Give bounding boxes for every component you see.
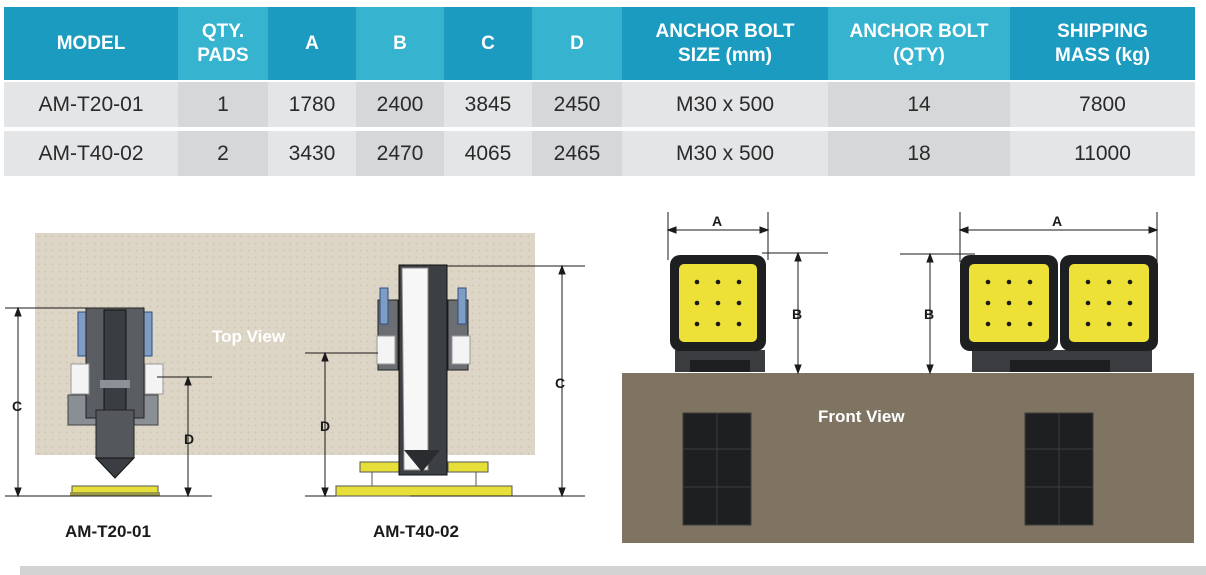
dim-a-double: A [1052, 213, 1063, 229]
table-row: AM-T20-01 1 1780 2400 3845 2450 M30 x 50… [4, 80, 1195, 127]
cell-bolt-size: M30 x 500 [622, 127, 828, 176]
cell-a: 3430 [268, 127, 356, 176]
am-t20-01-top-drawing [67, 307, 164, 497]
caption-am-t40-02: AM-T40-02 [373, 522, 459, 541]
dim-d-left: D [184, 431, 195, 447]
dim-c-left: C [12, 398, 23, 414]
table-row: AM-T40-02 2 3430 2470 4065 2465 M30 x 50… [4, 127, 1195, 176]
am-t40-02-top-drawing [335, 264, 513, 497]
cell-model: AM-T20-01 [4, 80, 178, 127]
header-model: MODEL [4, 7, 178, 80]
header-qty-pads: QTY.PADS [178, 7, 268, 80]
cell-a: 1780 [268, 80, 356, 127]
dimension-lines-left [5, 306, 212, 498]
cell-c: 3845 [444, 80, 532, 127]
dim-b-single: B [792, 306, 803, 322]
cell-mass: 11000 [1010, 127, 1195, 176]
dimension-lines-right [305, 264, 585, 498]
cell-b: 2400 [356, 80, 444, 127]
header-c: C [444, 7, 532, 80]
pad-bolt-holes [694, 279, 1133, 327]
front-view-drawing [622, 255, 1194, 543]
cell-bolt-size: M30 x 500 [622, 80, 828, 127]
header-a: A [268, 7, 356, 80]
cell-bolt-qty: 14 [828, 80, 1010, 127]
dim-a-single: A [712, 213, 723, 229]
dim-c-right: C [555, 375, 566, 391]
caption-am-t20-01: AM-T20-01 [65, 522, 151, 541]
top-view-label: Top View [212, 327, 286, 346]
cell-d: 2450 [532, 80, 622, 127]
dimension-lines-front [666, 212, 1159, 375]
dim-d-right: D [320, 418, 331, 434]
cell-b: 2470 [356, 127, 444, 176]
cell-model: AM-T40-02 [4, 127, 178, 176]
header-anchor-bolt-qty: ANCHOR BOLT(QTY) [828, 7, 1010, 80]
cell-pads: 2 [178, 127, 268, 176]
header-b: B [356, 7, 444, 80]
cell-bolt-qty: 18 [828, 127, 1010, 176]
cell-d: 2465 [532, 127, 622, 176]
dim-b-double: B [924, 306, 935, 322]
bottom-divider [20, 566, 1206, 575]
cell-pads: 1 [178, 80, 268, 127]
cell-mass: 7800 [1010, 80, 1195, 127]
header-d: D [532, 7, 622, 80]
front-view-label: Front View [818, 407, 905, 426]
cell-c: 4065 [444, 127, 532, 176]
